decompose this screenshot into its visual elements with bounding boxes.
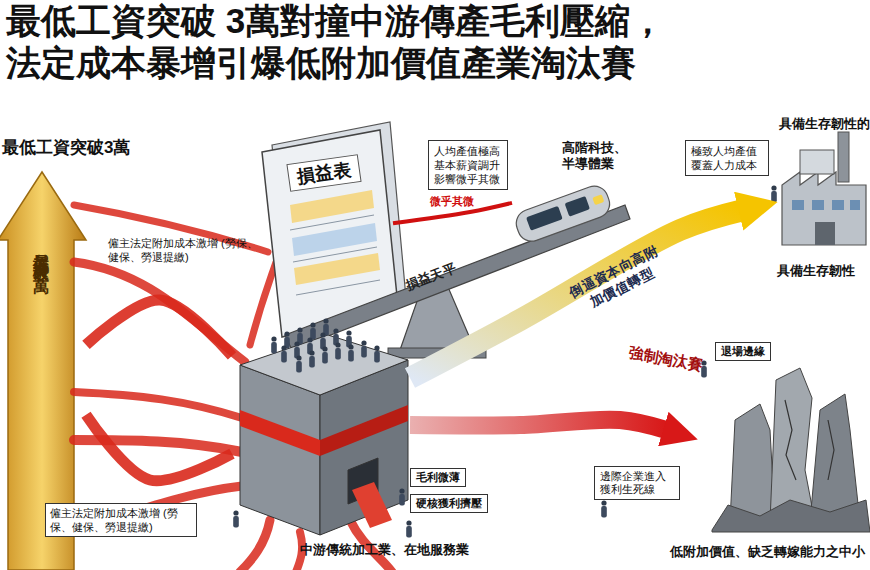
train-window	[526, 206, 563, 231]
train-light	[592, 194, 604, 205]
gold-arrow-shape	[0, 172, 86, 570]
side-label: 具備生存韌性	[777, 262, 855, 280]
document-band	[294, 253, 380, 285]
cost-stream	[240, 520, 270, 570]
cost-stream-connector	[86, 415, 232, 481]
factory-office	[800, 150, 834, 174]
midstream-factory: 中游傳統加工業、在地服務業	[232, 315, 410, 535]
person	[601, 500, 607, 517]
node-text: 人均產值極高 基本薪資調升 影響微乎其微	[434, 144, 502, 186]
cost-stream	[74, 486, 242, 530]
person	[406, 520, 412, 537]
impact-line	[393, 203, 512, 223]
node-text: 退場邊緣	[721, 344, 765, 359]
tag-box: 硬核獲利擠壓	[410, 494, 488, 513]
crack	[828, 420, 834, 480]
person	[771, 185, 777, 202]
factory-door	[815, 222, 835, 245]
node-text: 中游傳統加工業、在地服務業	[300, 541, 469, 559]
person	[296, 355, 302, 372]
red-band	[240, 410, 320, 456]
rubble	[712, 500, 870, 532]
person	[348, 344, 354, 361]
edge-label: 強制淘汰賽	[627, 344, 704, 376]
edge-label: 微乎其微	[430, 194, 474, 209]
person	[701, 360, 707, 377]
cost-stream	[74, 205, 268, 252]
factory-window	[832, 200, 844, 210]
income-statement: 損益表	[268, 135, 393, 330]
train	[512, 182, 613, 245]
tag-box: 退場邊緣	[715, 342, 771, 361]
document-line	[293, 247, 377, 262]
transform-arrow	[410, 210, 743, 378]
node-text: 最低工資突破3萬	[30, 242, 51, 267]
resilient-building	[782, 132, 866, 245]
factory-window	[850, 200, 860, 210]
beam-label: 損益天平	[404, 259, 459, 294]
node-text: 極致人均產值 覆蓋人力成本	[691, 144, 763, 172]
factory-window	[812, 200, 824, 210]
person	[271, 336, 277, 353]
node-text: 邊際企業進入 獲利生死線	[600, 470, 674, 496]
gold-arrow: 最低工資突破3萬	[0, 172, 86, 570]
edge-label: 僱主法定附加成本激增 (勞保、健保、勞退提繳)	[45, 503, 197, 537]
factory-hall	[782, 172, 866, 245]
node-text: 低附加價值、缺乏轉嫁能力之中小	[670, 544, 865, 561]
ruins-illustration	[712, 368, 870, 532]
document-line	[290, 215, 374, 230]
diagram-title: 最低工資突破 3萬對撞中游傳產毛利壓縮，法定成本暴增引爆低附加價值產業淘汰賽	[6, 0, 682, 84]
person	[374, 345, 380, 362]
person	[281, 345, 287, 362]
crowd	[233, 185, 839, 537]
person	[233, 510, 239, 527]
elimination-arrow	[410, 420, 667, 431]
hightech-train: 高階科技、半導體業	[512, 140, 630, 240]
ruined-tower	[770, 368, 815, 522]
callout-box: 邊際企業進入 獲利生死線	[594, 466, 680, 500]
node-text: 損益表	[286, 154, 361, 192]
node-text: 具備生存韌性的	[779, 115, 870, 133]
person	[309, 350, 315, 367]
section-heading: 最低工資突破3萬	[2, 136, 130, 159]
node-text: 毛利微薄	[416, 470, 460, 485]
train-body	[512, 182, 613, 245]
document-band	[292, 223, 377, 256]
red-band	[320, 405, 408, 456]
factory-window	[792, 200, 804, 210]
cost-stream	[250, 262, 276, 345]
cost-stream-connector	[86, 300, 232, 356]
chimney	[838, 132, 849, 182]
ruined-tower	[730, 404, 775, 522]
ruins: 低附加價值、缺乏轉嫁能力之中小	[700, 370, 865, 540]
cost-stream	[74, 262, 245, 362]
ruined-tower	[810, 394, 860, 522]
crack	[785, 400, 796, 480]
person	[361, 340, 367, 357]
person	[335, 342, 341, 359]
node-text: 硬核獲利擠壓	[416, 496, 482, 511]
node-text: 高階科技、半導體業	[562, 140, 630, 172]
train-window	[565, 196, 590, 217]
edge-label: 僱主法定附加成本激增 (勞保、健保、勞退提繳)	[108, 236, 260, 264]
tag-box: 毛利微薄	[410, 468, 466, 487]
person	[310, 322, 316, 339]
red-sheet	[352, 482, 392, 528]
resilient-factory: 具備生存韌性的	[775, 115, 870, 255]
cost-stream	[74, 392, 242, 418]
document-line	[296, 280, 380, 295]
callout-box: 人均產值極高 基本薪資調升 影響微乎其微	[428, 140, 508, 190]
document-band	[290, 190, 374, 223]
person	[399, 488, 405, 505]
person	[322, 346, 328, 363]
callout-box: 極致人均產值 覆蓋人力成本	[685, 140, 769, 176]
